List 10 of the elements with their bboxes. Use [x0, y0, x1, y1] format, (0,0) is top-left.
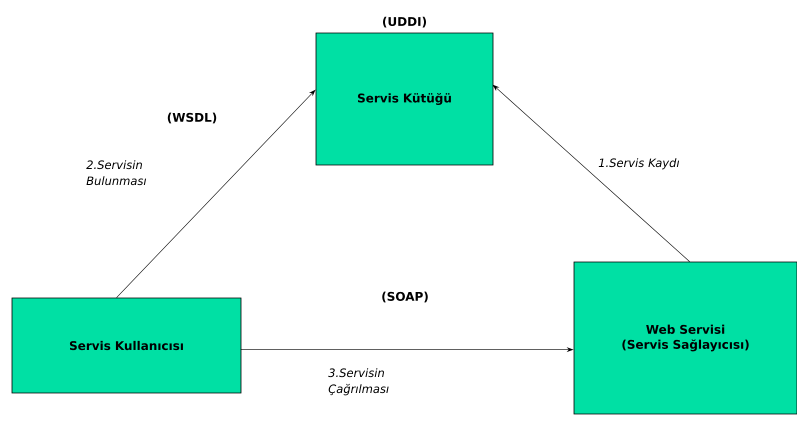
service-box: Servis Kütüğü [316, 32, 494, 166]
arrow [492, 84, 690, 262]
service-box: Web Servisi (Servis Sağlayıcısı) [574, 262, 797, 414]
service-box: Servis Kullanıcısı [12, 298, 242, 394]
protocol-label: (SOAP) [382, 292, 428, 302]
edge-label: 3.Servisin Çağrılması [328, 368, 389, 396]
edge-label: 2.Servisin Bulunması [86, 160, 146, 186]
heading: (UDDI) [383, 16, 426, 28]
edge-label: 1.Servis Kaydı [598, 158, 680, 170]
protocol-label: (WSDL) [168, 112, 216, 124]
